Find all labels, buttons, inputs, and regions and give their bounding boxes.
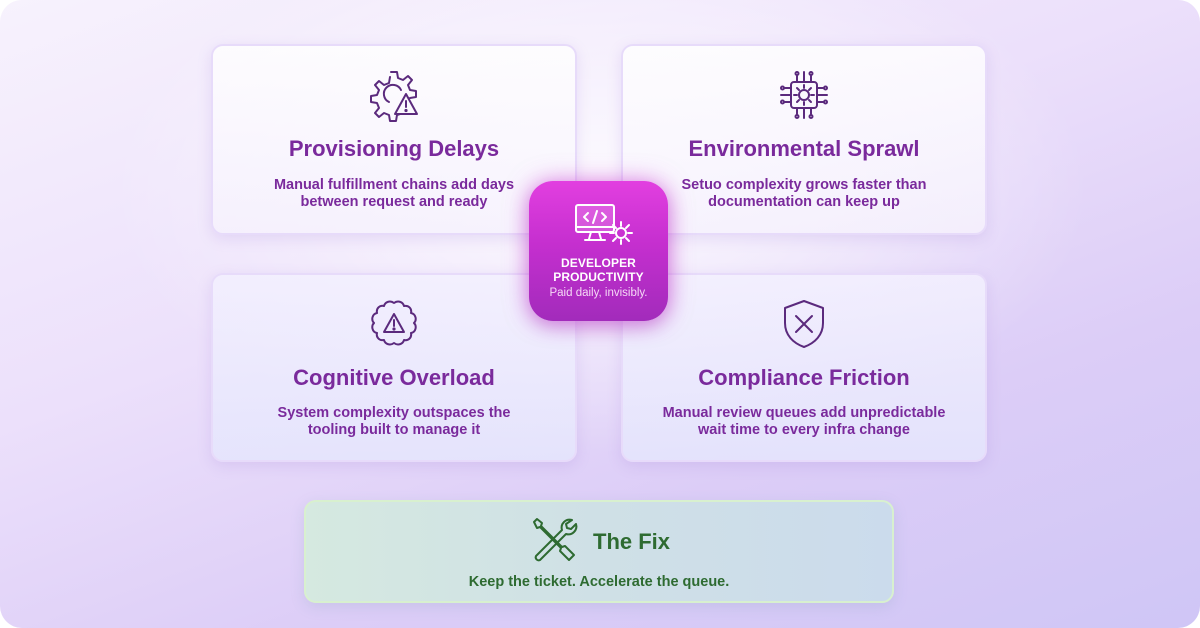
card-provisioning-delays: Provisioning Delays Manual fulfillment c… [211,44,577,235]
card-description-line: wait time to every infra change [698,422,910,438]
card-description-line: between request and ready [300,194,488,210]
circuit-gear-icon [780,71,828,119]
hub-title-line: PRODUCTIVITY [553,270,644,284]
hub-title: DEVELOPER PRODUCTIVITY [529,256,668,284]
card-title: Cognitive Overload [293,365,495,390]
the-fix-banner: The Fix Keep the ticket. Accelerate the … [304,500,894,603]
card-description: Manual fulfillment chains add days betwe… [243,177,545,211]
monitor-code-gear-icon [575,204,633,245]
wrench-screwdriver-icon [533,518,578,562]
card-description-line: Manual fulfillment chains add days [273,177,515,193]
card-description-line: documentation can keep up [708,194,900,210]
card-environmental-sprawl: Environmental Sprawl Setuo complexity gr… [621,44,987,235]
developer-productivity-hub: DEVELOPER PRODUCTIVITY Paid daily, invis… [529,181,668,321]
card-title: Provisioning Delays [288,136,500,161]
hub-subtitle: Paid daily, invisibly. [549,287,648,299]
gear-warning-icon [370,71,418,122]
fix-description: Keep the ticket. Accelerate the queue. [468,574,730,590]
card-compliance-friction: Compliance Friction Manual review queues… [621,273,987,462]
card-title: Compliance Friction [698,365,910,390]
fix-title: The Fix [593,529,671,554]
brain-warning-icon [371,300,417,346]
card-description-line: System complexity outspaces the [277,405,511,421]
card-description-line: Setuo complexity grows faster than [681,177,927,193]
card-title: Environmental Sprawl [688,136,920,161]
hub-title-line: DEVELOPER [561,256,636,270]
card-description: Setuo complexity grows faster than docum… [653,177,955,211]
card-description-line: tooling built to manage it [307,422,481,438]
card-description: System complexity outspaces the tooling … [243,405,545,439]
card-cognitive-overload: Cognitive Overload System complexity out… [211,273,577,462]
card-description: Manual review queues add unpredictable w… [653,405,955,439]
shield-x-icon [784,300,824,348]
card-description-line: Manual review queues add unpredictable [662,405,946,421]
